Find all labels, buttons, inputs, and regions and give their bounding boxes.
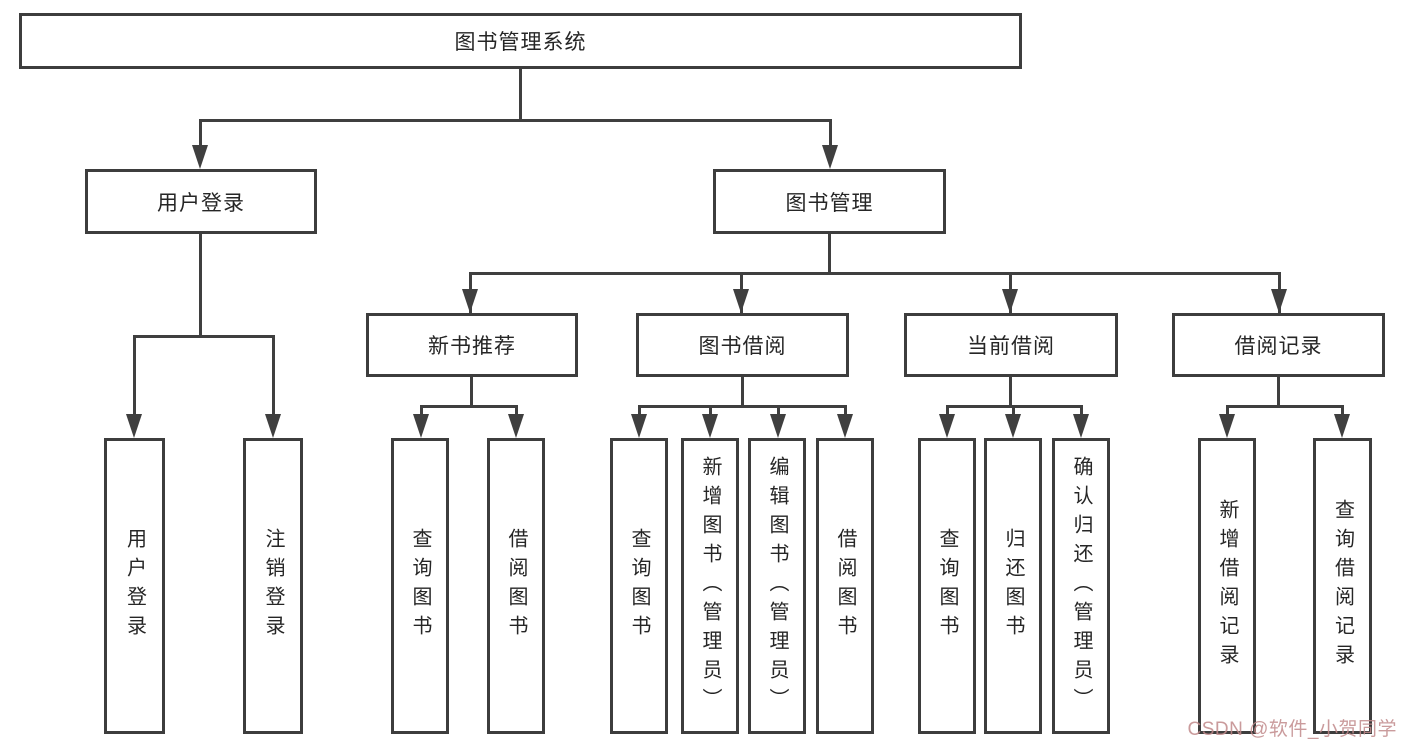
leaf-label: 借阅图书 xyxy=(834,528,856,644)
arrowhead-new-rec xyxy=(462,289,478,313)
connector-root-stem xyxy=(519,68,522,120)
leaf-nr-query-book: 查询图书 xyxy=(391,438,449,734)
leaf-br-add-record: 新增借阅记录 xyxy=(1198,438,1256,734)
connector-bookmgmt-bar xyxy=(469,272,1281,275)
node-user-login: 用户登录 xyxy=(85,169,317,234)
node-current-borrow: 当前借阅 xyxy=(904,313,1118,377)
connector-userlogin-bar xyxy=(133,335,275,338)
leaf-bb-edit-book-admin: 编辑图书（管理员） xyxy=(748,438,806,734)
leaf-bb-add-book-admin: 新增图书（管理员） xyxy=(681,438,739,734)
leaf-label: 新增图书（管理员） xyxy=(699,455,721,717)
node-borrow-records: 借阅记录 xyxy=(1172,313,1385,377)
csdn-watermark: CSDN @软件_小贺同学 xyxy=(1187,719,1397,740)
connector-borrow-bar xyxy=(638,405,847,408)
arrowhead-book-mgmt xyxy=(822,145,838,169)
leaf-label: 注销登录 xyxy=(262,528,284,644)
node-book-management: 图书管理 xyxy=(713,169,946,234)
connector-to-book-mgmt xyxy=(829,119,832,147)
leaf-label: 查询图书 xyxy=(409,528,431,644)
leaf-label: 编辑图书（管理员） xyxy=(766,455,788,717)
leaf-label: 借阅图书 xyxy=(505,528,527,644)
arrowhead-records xyxy=(1271,289,1287,313)
leaf-label: 查询借阅记录 xyxy=(1331,499,1354,673)
connector-userlogin-stem xyxy=(199,234,202,337)
arrowhead-leaf xyxy=(508,414,524,438)
leaf-label: 查询图书 xyxy=(936,528,958,644)
connector-current-stem xyxy=(1009,376,1012,407)
node-book-borrow: 图书借阅 xyxy=(636,313,849,377)
connector-stub xyxy=(420,405,423,415)
arrowhead-leaf xyxy=(1334,414,1350,438)
arrowhead-leaf xyxy=(837,414,853,438)
leaf-br-query-record: 查询借阅记录 xyxy=(1313,438,1372,734)
arrowhead-leaf xyxy=(413,414,429,438)
connector-newrec-bar xyxy=(420,405,518,408)
arrowhead-leaf xyxy=(770,414,786,438)
leaf-cb-return-book: 归还图书 xyxy=(984,438,1042,734)
leaf-label: 用户登录 xyxy=(123,528,146,644)
leaf-label: 确认归还（管理员） xyxy=(1070,455,1092,717)
arrowhead-leaf xyxy=(702,414,718,438)
leaf-nr-borrow-book: 借阅图书 xyxy=(487,438,545,734)
connector-to-leaf-login xyxy=(133,335,136,415)
connector-stub xyxy=(1080,405,1083,415)
connector-stub xyxy=(1012,405,1015,415)
connector-records-bar xyxy=(1226,405,1343,408)
arrowhead-leaf-logout xyxy=(265,414,281,438)
connector-to-user-login xyxy=(199,119,202,147)
arrowhead-borrow xyxy=(733,289,749,313)
connector-stub xyxy=(1341,405,1344,415)
connector-records-stem xyxy=(1277,376,1280,407)
leaf-cb-query-book: 查询图书 xyxy=(918,438,976,734)
connector-stub xyxy=(844,405,847,415)
arrowhead-leaf xyxy=(1219,414,1235,438)
connector-stub xyxy=(946,405,949,415)
leaf-bb-query-book: 查询图书 xyxy=(610,438,668,734)
leaf-cb-confirm-return-admin: 确认归还（管理员） xyxy=(1052,438,1110,734)
connector-bookmgmt-stem xyxy=(828,234,831,275)
leaf-label: 归还图书 xyxy=(1002,528,1024,644)
arrowhead-leaf xyxy=(1073,414,1089,438)
connector-stub xyxy=(515,405,518,415)
arrowhead-leaf xyxy=(939,414,955,438)
connector-to-leaf-logout xyxy=(272,335,275,415)
leaf-label: 新增借阅记录 xyxy=(1216,499,1238,673)
connector-newrec-stem xyxy=(470,376,473,407)
leaf-logout: 注销登录 xyxy=(243,438,303,734)
arrowhead-leaf xyxy=(631,414,647,438)
connector-root-bar xyxy=(199,119,832,122)
node-new-book-recommend: 新书推荐 xyxy=(366,313,578,377)
arrowhead-leaf-login xyxy=(126,414,142,438)
leaf-label: 查询图书 xyxy=(628,528,650,644)
connector-stub xyxy=(777,405,780,415)
arrowhead-current xyxy=(1002,289,1018,313)
node-library-system: 图书管理系统 xyxy=(19,13,1022,69)
leaf-bb-borrow-book: 借阅图书 xyxy=(816,438,874,734)
arrowhead-leaf xyxy=(1005,414,1021,438)
connector-borrow-stem xyxy=(741,376,744,407)
connector-stub xyxy=(1226,405,1229,415)
leaf-user-login: 用户登录 xyxy=(104,438,165,734)
connector-stub xyxy=(638,405,641,415)
connector-stub xyxy=(709,405,712,415)
arrowhead-user-login xyxy=(192,145,208,169)
